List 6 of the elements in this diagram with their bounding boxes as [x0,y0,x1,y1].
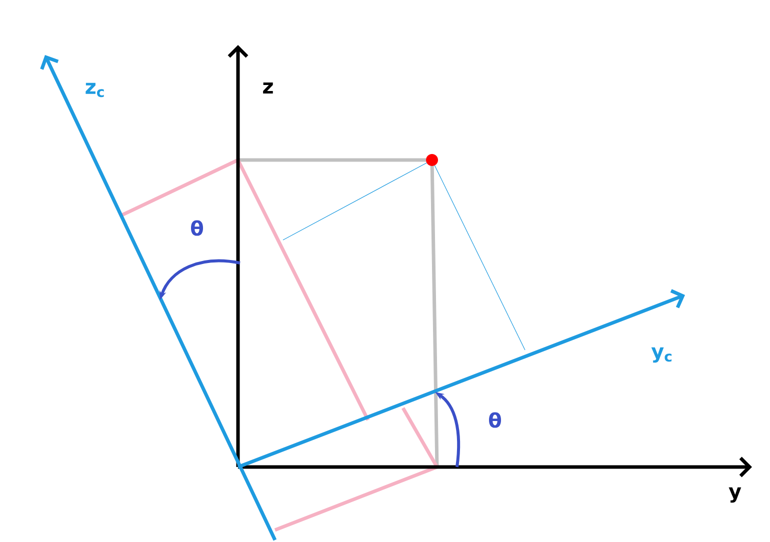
axis-label: y [728,487,742,503]
axis-label: y$_{c}$ [651,347,672,363]
angle-label: θ [489,412,502,428]
axis-label: z$_{c}$ [86,82,104,98]
axis-label: z [263,82,273,94]
angle-label: θ [191,220,204,236]
